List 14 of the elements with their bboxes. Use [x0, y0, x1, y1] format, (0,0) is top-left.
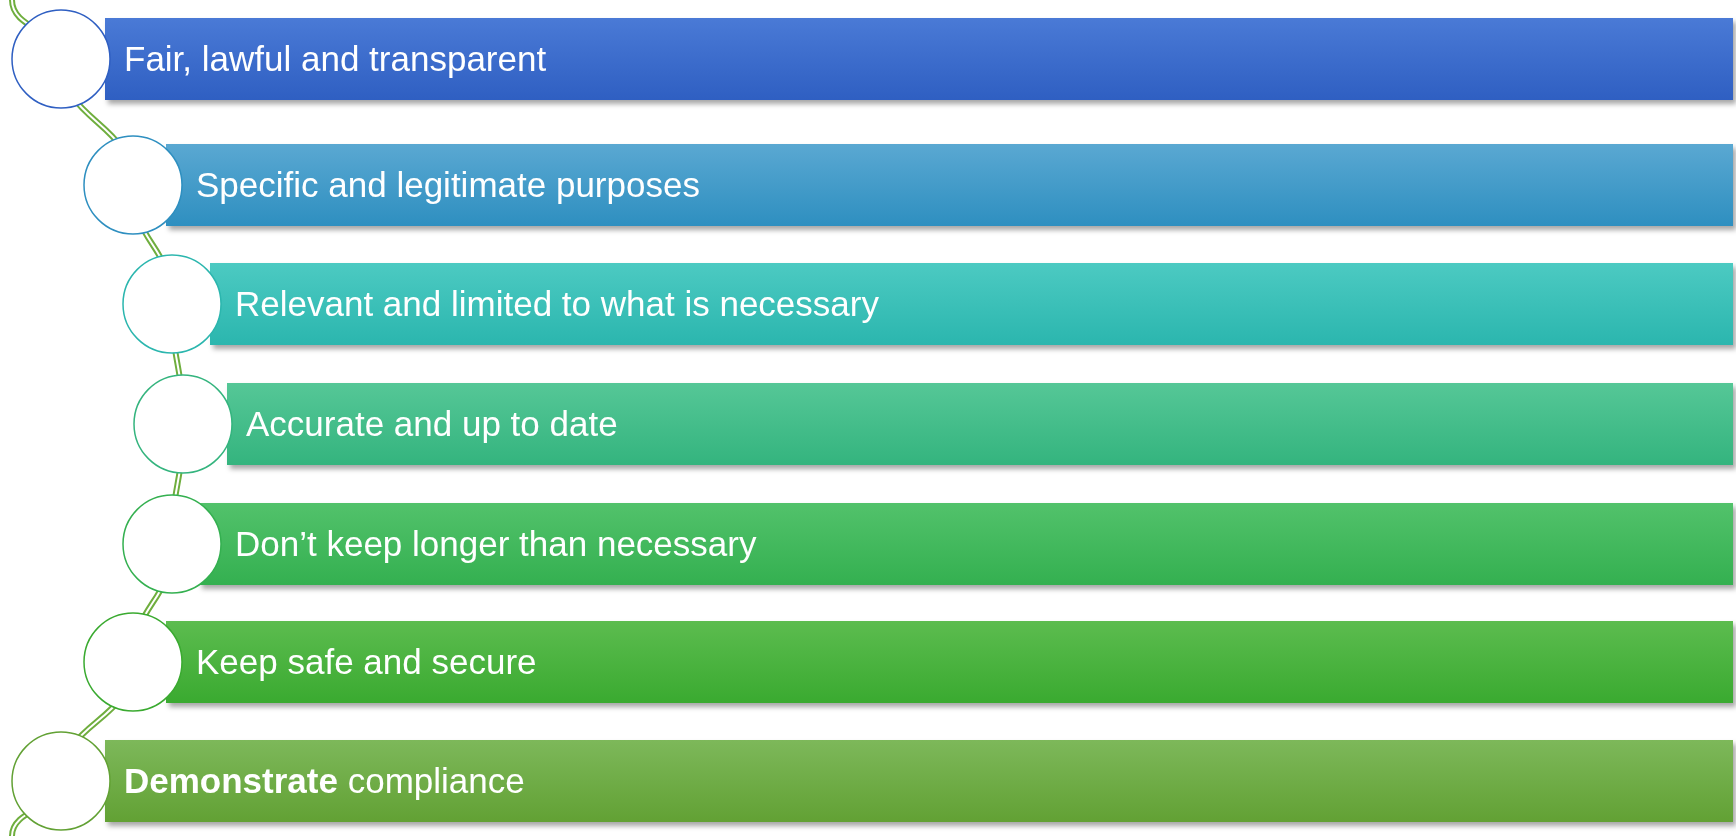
list-bar — [227, 383, 1733, 465]
list-bar — [105, 740, 1733, 822]
item-text: Demonstrate compliance — [124, 761, 525, 801]
list-bar — [166, 621, 1733, 703]
list-bar — [210, 263, 1733, 345]
item-text: Keep safe and secure — [196, 642, 537, 682]
item-text: Specific and legitimate purposes — [196, 165, 700, 205]
list-bar — [199, 503, 1733, 585]
item-text: Relevant and limited to what is necessary — [235, 284, 879, 324]
list-bar — [105, 18, 1733, 100]
item-text: Don’t keep longer than necessary — [235, 524, 757, 564]
item-text: Accurate and up to date — [246, 404, 618, 444]
item-text: Fair, lawful and transparent — [124, 39, 547, 79]
list-bar — [166, 144, 1733, 226]
